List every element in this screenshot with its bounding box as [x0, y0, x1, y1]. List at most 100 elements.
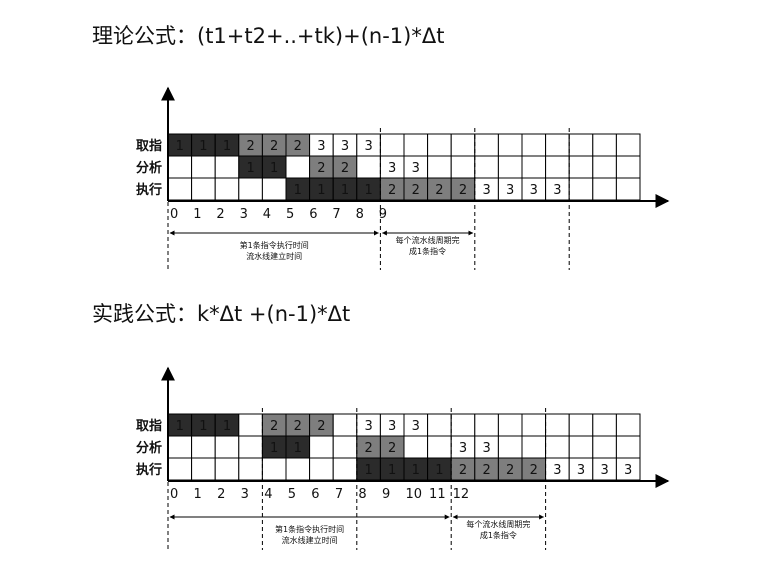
annotation-first-instruction: 流水线建立时间: [282, 535, 338, 545]
pipeline-cell: [450, 155, 476, 179]
cell-label: 1: [364, 463, 372, 478]
annotation-first-instruction: 第1条指令执行时间: [240, 240, 309, 250]
pipeline-cell: [497, 155, 523, 179]
pipeline-cell: [545, 435, 570, 459]
pipeline-cell: [238, 457, 263, 481]
tick-label: 1: [194, 487, 202, 502]
cell-label: 2: [388, 183, 396, 198]
pipeline-cell: [403, 435, 429, 459]
cell-label: 3: [530, 183, 538, 198]
cell-label: 1: [223, 139, 231, 154]
pipeline-cell: [191, 177, 216, 201]
cell-label: 3: [577, 463, 585, 478]
tick-label: 10: [406, 487, 423, 502]
tick-label: 7: [332, 207, 340, 222]
cell-label: 1: [435, 463, 443, 478]
tick-label: 4: [264, 487, 272, 502]
tick-label: 4: [263, 207, 271, 222]
pipeline-cell: [238, 177, 263, 201]
cell-label: 3: [482, 183, 490, 198]
cell-label: 1: [364, 183, 372, 198]
cell-label: 1: [270, 161, 278, 176]
tick-label: 8: [356, 207, 364, 222]
tick-label: 3: [240, 207, 248, 222]
row-label: 分析: [136, 160, 162, 176]
cell-label: 3: [317, 139, 325, 154]
pipeline-cell: [521, 413, 547, 437]
annotation-per-cycle: 成1条指令: [409, 246, 446, 256]
cell-label: 1: [199, 139, 207, 154]
annotation-first-instruction: 流水线建立时间: [246, 251, 302, 261]
tick-label: 6: [309, 207, 317, 222]
pipeline-cell: [309, 435, 334, 459]
cell-label: 3: [388, 419, 396, 434]
pipeline-cell: [427, 435, 452, 459]
cell-label: 2: [317, 161, 325, 176]
pipeline-cell: [592, 155, 617, 179]
pipeline-cell: [592, 413, 617, 437]
pipeline-cell: [615, 413, 641, 437]
row-label: 执行: [136, 182, 162, 198]
pipeline-cell: [379, 133, 405, 157]
pipeline-cell: [521, 133, 547, 157]
pipeline-cell: [427, 155, 452, 179]
pipeline-cell: [167, 435, 193, 459]
cell-label: 2: [246, 139, 254, 154]
cell-label: 3: [364, 139, 372, 154]
cell-label: 1: [388, 463, 396, 478]
cell-label: 1: [246, 161, 254, 176]
tick-label: 6: [311, 487, 319, 502]
pipeline-cell: [592, 177, 617, 201]
pipeline-cell: [332, 413, 358, 437]
pipeline-cell: [615, 177, 641, 201]
tick-label: 8: [358, 487, 366, 502]
pipeline-cell: [615, 155, 641, 179]
tick-label: 0: [170, 487, 178, 502]
cell-label: 2: [459, 183, 467, 198]
row-label: 执行: [136, 462, 162, 478]
tick-label: 5: [286, 207, 294, 222]
cell-label: 2: [482, 463, 490, 478]
pipeline-cell: [427, 133, 452, 157]
cell-label: 2: [294, 139, 302, 154]
annotation-per-cycle: 每个流水线周期完: [396, 235, 460, 245]
cell-label: 2: [270, 419, 278, 434]
pipeline-cell: [238, 413, 263, 437]
tick-label: 1: [193, 207, 201, 222]
cell-label: 3: [388, 161, 396, 176]
pipeline-cell: [450, 133, 476, 157]
cell-label: 2: [459, 463, 467, 478]
cell-label: 1: [294, 183, 302, 198]
pipeline-cell: [214, 177, 240, 201]
pipeline-cell: [474, 413, 499, 437]
annotation-per-cycle: 每个流水线周期完: [466, 519, 530, 529]
pipeline-cell: [497, 133, 523, 157]
pipeline-cell: [615, 133, 641, 157]
pipeline-cell: [214, 435, 240, 459]
pipeline-cell: [356, 155, 381, 179]
cell-label: 1: [412, 463, 420, 478]
cell-label: 3: [412, 161, 420, 176]
pipeline-cell: [261, 177, 287, 201]
row-label: 分析: [136, 440, 162, 456]
pipeline-cell: [545, 155, 570, 179]
tick-label: 9: [379, 207, 387, 222]
cell-label: 3: [364, 419, 372, 434]
pipeline-cell: [474, 133, 499, 157]
pipeline-cell: [332, 457, 358, 481]
cell-label: 1: [176, 139, 184, 154]
pipeline-cell: [592, 133, 617, 157]
cell-label: 3: [624, 463, 632, 478]
cell-label: 2: [341, 161, 349, 176]
practice-formula-title: 实践公式：k*Δt +(n-1)*Δt: [92, 302, 351, 326]
cell-label: 1: [199, 419, 207, 434]
tick-label: 11: [429, 487, 446, 502]
pipeline-cell: [497, 435, 523, 459]
annotation-first-instruction: 第1条指令执行时间: [275, 524, 344, 534]
pipeline-cell: [167, 155, 193, 179]
pipeline-cell: [238, 435, 263, 459]
pipeline-cell: [568, 133, 594, 157]
pipeline-cell: [521, 155, 547, 179]
